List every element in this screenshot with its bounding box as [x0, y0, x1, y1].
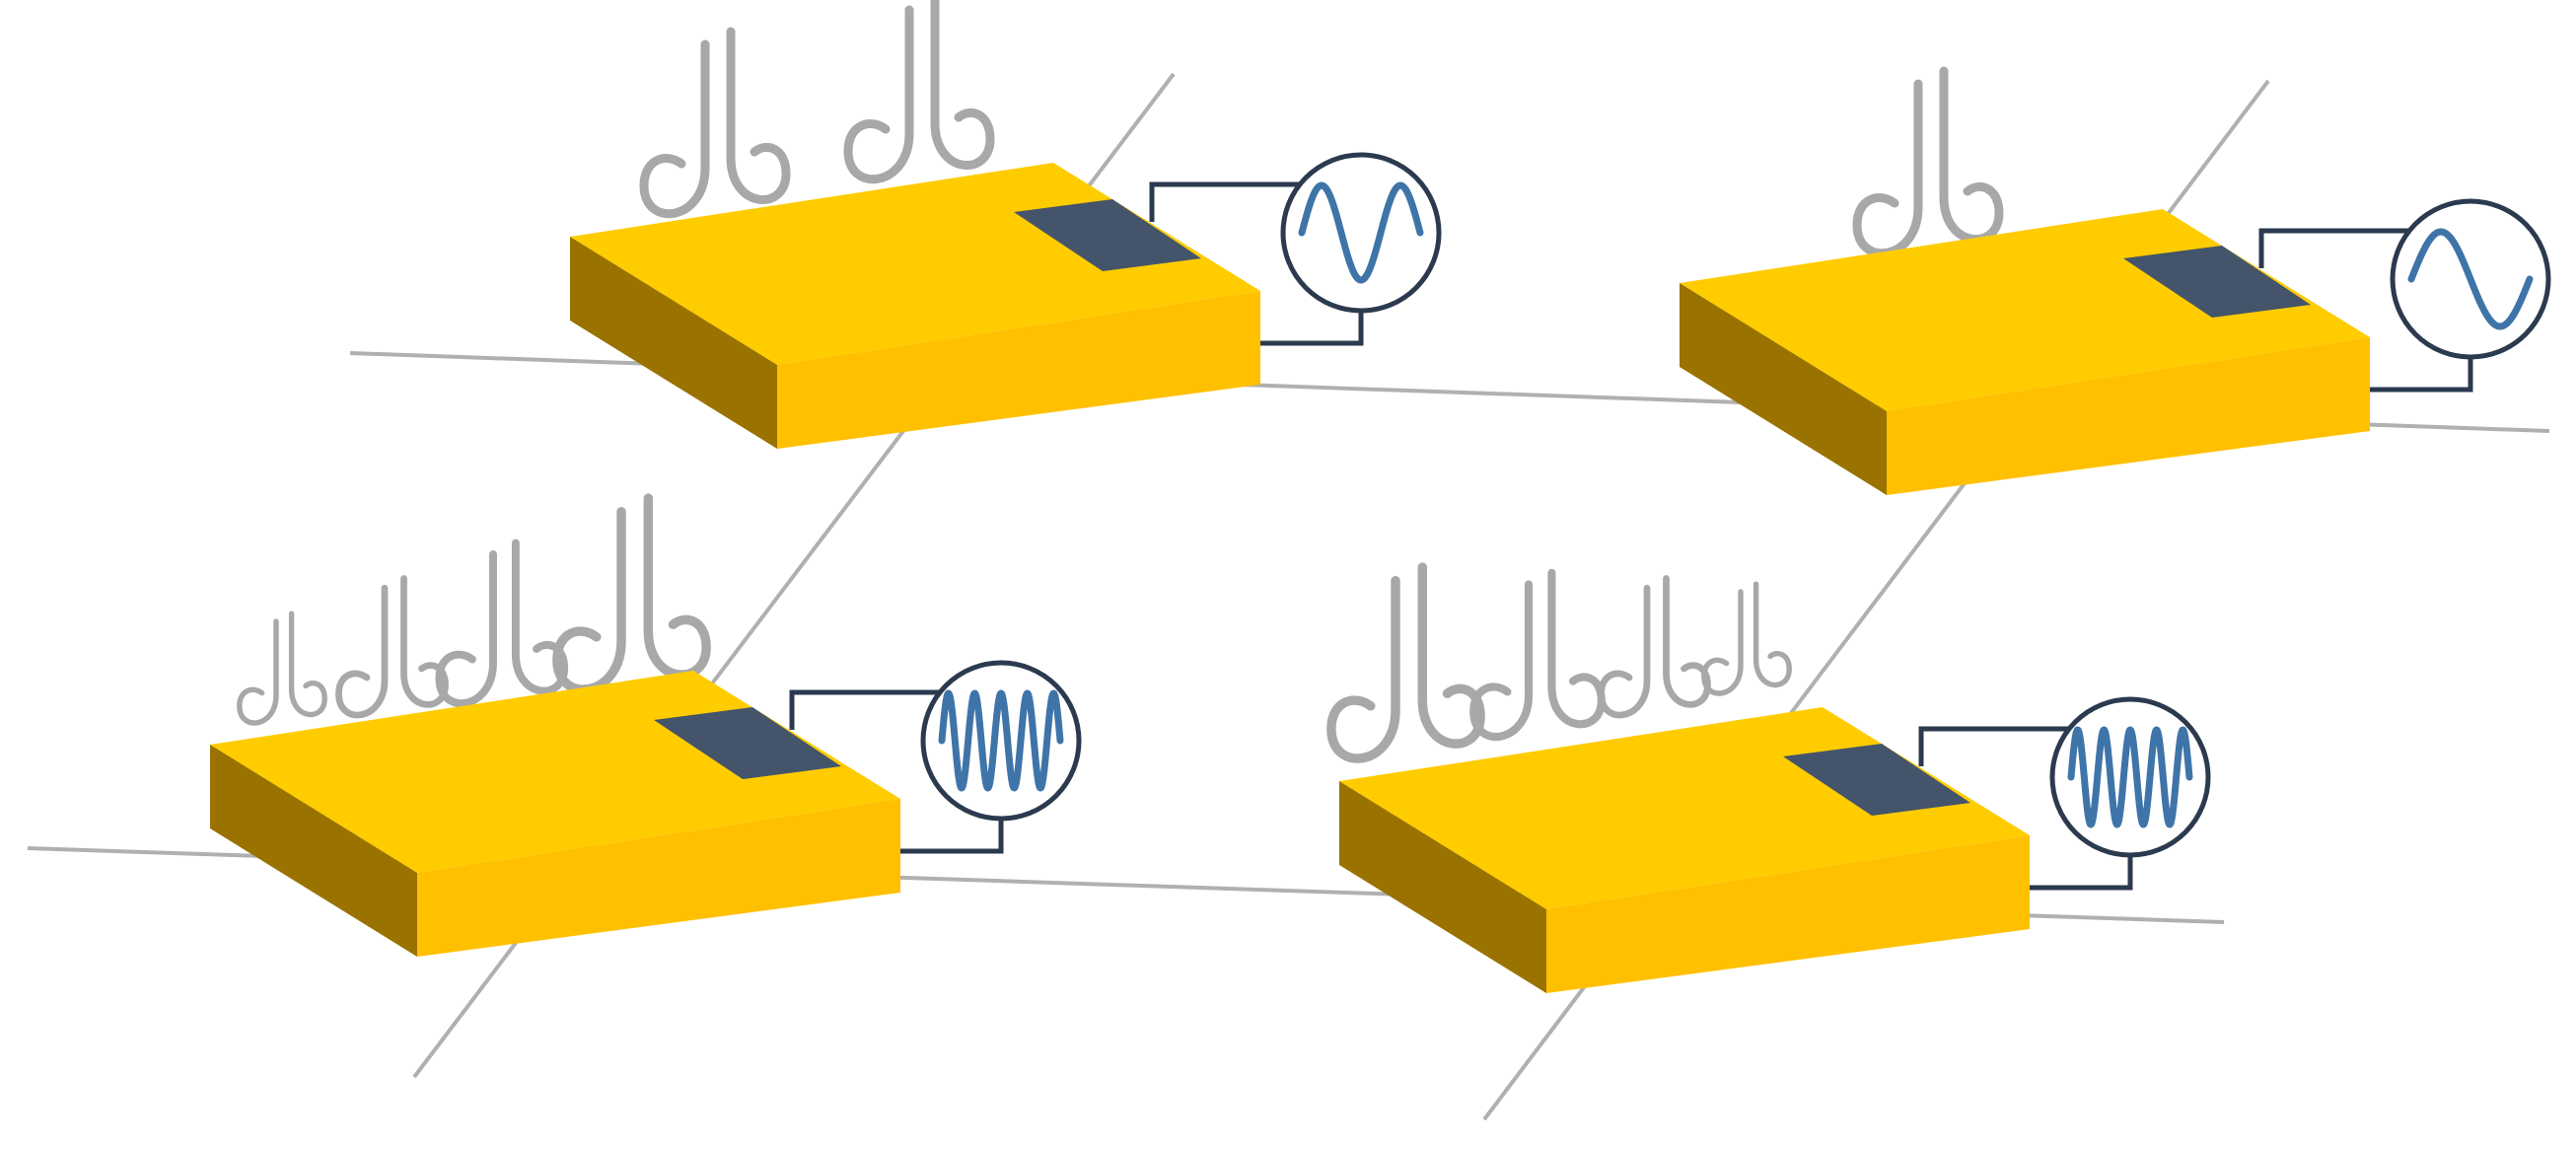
waveform-trace — [2407, 228, 2534, 330]
plate-assembly-top-right — [1680, 71, 2551, 495]
signal-wire-lower — [900, 819, 1004, 854]
plate-front-face — [1546, 835, 2030, 993]
signal-wire-upper — [2258, 228, 2411, 268]
signal-wire-lower — [1260, 311, 1364, 346]
acoustic-emission-swirl-icon — [1857, 71, 1999, 253]
signal-wire-upper — [789, 689, 942, 730]
plate-side-face — [1339, 781, 1546, 993]
acoustic-emission-swirl-icon — [557, 498, 706, 689]
plate-front-face — [417, 799, 900, 957]
acoustic-emission-swirl-icon — [439, 543, 564, 704]
acoustic-emission-swirl-icon — [1704, 584, 1789, 693]
acoustic-emission-swirl-icon — [339, 579, 446, 716]
plate-side-face — [210, 745, 417, 957]
signal-wire-lower — [2030, 855, 2133, 891]
waveform-trace — [938, 689, 1064, 792]
signal-generator-sine-icon — [2049, 696, 2211, 858]
plate-side-face — [570, 237, 777, 449]
plate-front-face — [777, 291, 1260, 449]
acoustic-emission-swirl-icon — [240, 613, 324, 723]
signal-wire-upper — [1918, 726, 2071, 766]
piezo-transducer — [654, 707, 841, 779]
waveform-trace — [1298, 181, 1424, 284]
signal-generator-sine-icon — [1280, 152, 1442, 314]
plates-layer — [210, 0, 2551, 993]
piezo-transducer — [2123, 246, 2311, 318]
plate-front-face — [1887, 337, 2370, 495]
acoustic-emission-swirl-icon — [1602, 579, 1708, 716]
plate-assembly-bottom-left — [210, 498, 1082, 957]
acoustic-emission-swirl-icon — [644, 32, 786, 214]
acoustic-emission-swirl-icon — [1473, 573, 1602, 737]
piezo-transducer — [1783, 744, 1970, 816]
plate-assembly-bottom-right — [1331, 567, 2211, 993]
plate-assembly-top-left — [570, 0, 1442, 449]
waveform-trace — [2067, 726, 2193, 828]
signal-wire-upper — [1149, 181, 1302, 222]
piezo-transducer — [1014, 199, 1201, 271]
acoustic-emission-swirl-icon — [848, 0, 990, 180]
signal-generator-sine-icon — [920, 660, 1082, 822]
acoustic-emission-swirl-icon — [1331, 567, 1480, 758]
plate-side-face — [1680, 283, 1887, 495]
signal-wire-lower — [2370, 357, 2473, 393]
